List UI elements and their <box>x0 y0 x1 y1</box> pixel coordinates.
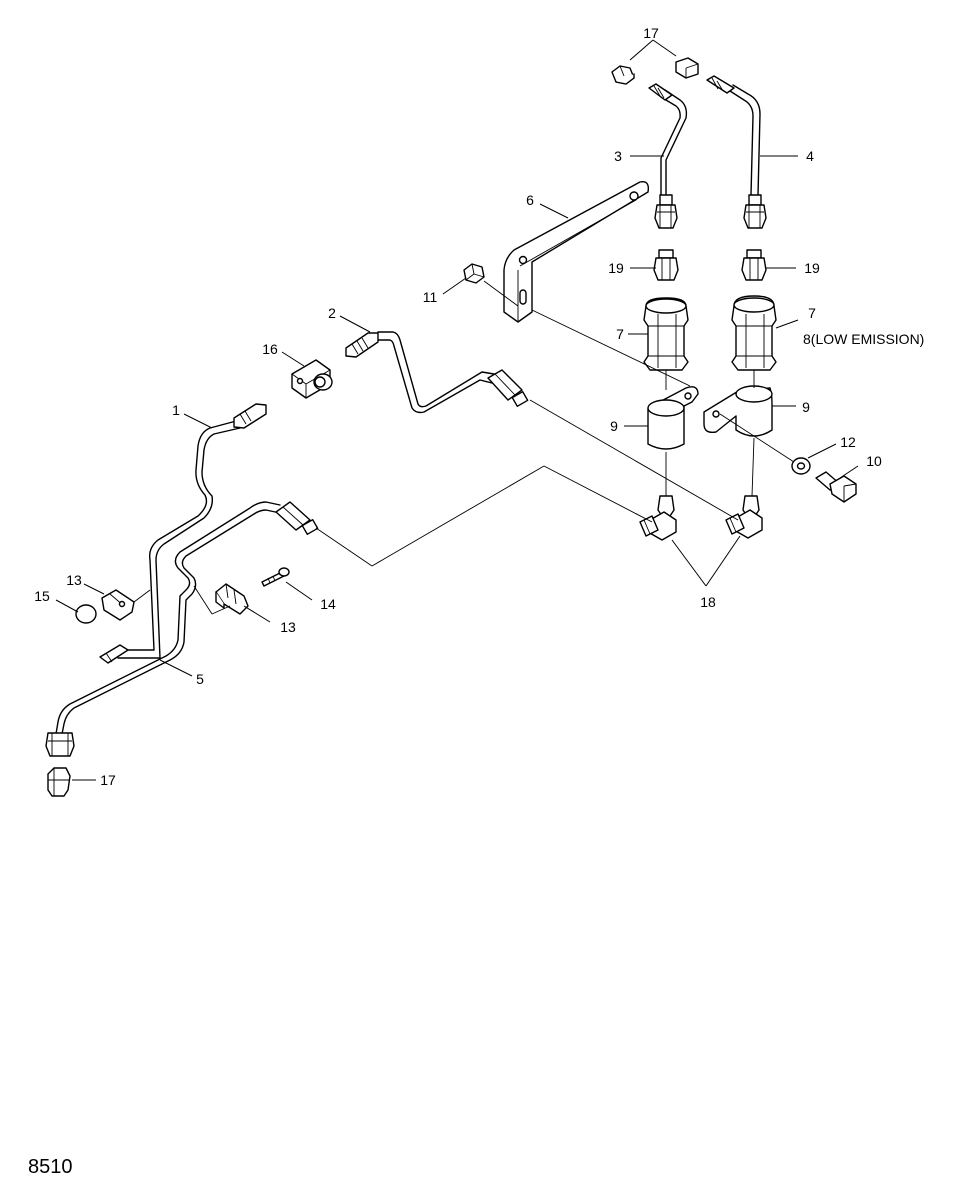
fuel-tube-4 <box>706 75 767 229</box>
callout-19-right: 19 <box>804 260 820 276</box>
adapter-19-left <box>653 249 679 281</box>
callout-14: 14 <box>320 596 336 612</box>
elbow-fitting-18-right <box>725 495 763 539</box>
callout-1: 1 <box>172 402 180 418</box>
tube-clip-13-right <box>215 583 249 615</box>
callout-9-right: 9 <box>802 399 810 415</box>
callout-19-left: 19 <box>608 260 624 276</box>
fuel-tube-2 <box>345 331 529 414</box>
drawing-number: 8510 <box>28 1156 73 1178</box>
washer-12 <box>791 457 811 475</box>
callout-4: 4 <box>806 148 814 164</box>
cap-17-top-right <box>675 57 699 79</box>
callout-7-left: 7 <box>616 326 624 342</box>
cap-17-bottom <box>47 767 71 797</box>
callout-9-left: 9 <box>610 418 618 434</box>
callout-17-top: 17 <box>643 25 659 41</box>
adapter-19-right <box>741 249 767 281</box>
fuel-filter-7-left <box>643 297 689 371</box>
callout-12: 12 <box>840 434 856 450</box>
nut-11 <box>463 263 485 284</box>
callout-8-low-emission: 8(LOW EMISSION) <box>803 331 924 347</box>
callout-18: 18 <box>700 594 716 610</box>
fuel-tube-5 <box>45 501 319 757</box>
callout-11: 11 <box>423 289 438 305</box>
filter-clamp-9-left <box>647 386 699 450</box>
screw-14 <box>261 567 290 587</box>
callout-5: 5 <box>196 671 204 687</box>
callout-6: 6 <box>526 192 534 208</box>
fuel-tube-3 <box>648 83 688 229</box>
leader-lines <box>55 39 859 781</box>
fuel-filter-7-right <box>731 295 777 371</box>
tee-fitting-16 <box>291 359 333 399</box>
callout-2: 2 <box>328 305 336 321</box>
fuel-tube-1 <box>99 403 267 664</box>
callout-13-right: 13 <box>280 619 296 635</box>
callout-labels: 17 3 4 6 19 19 11 2 7 7 8(LOW EMISSION) … <box>34 25 924 788</box>
bolt-10 <box>815 471 857 503</box>
callout-7-right: 7 <box>808 305 816 321</box>
callout-15: 15 <box>34 588 50 604</box>
mounting-bracket-6 <box>503 181 650 323</box>
callout-10: 10 <box>866 453 882 469</box>
callout-13-left: 13 <box>66 572 82 588</box>
plug-15 <box>75 604 97 624</box>
cap-17-top-left <box>611 65 635 85</box>
callout-17-bottom: 17 <box>100 772 116 788</box>
callout-3: 3 <box>614 148 622 164</box>
elbow-fitting-18-left <box>639 495 677 541</box>
tube-clip-13-left <box>101 589 135 621</box>
callout-16: 16 <box>262 341 278 357</box>
filter-clamp-9-right <box>703 385 773 437</box>
assembly-lines <box>133 280 795 615</box>
